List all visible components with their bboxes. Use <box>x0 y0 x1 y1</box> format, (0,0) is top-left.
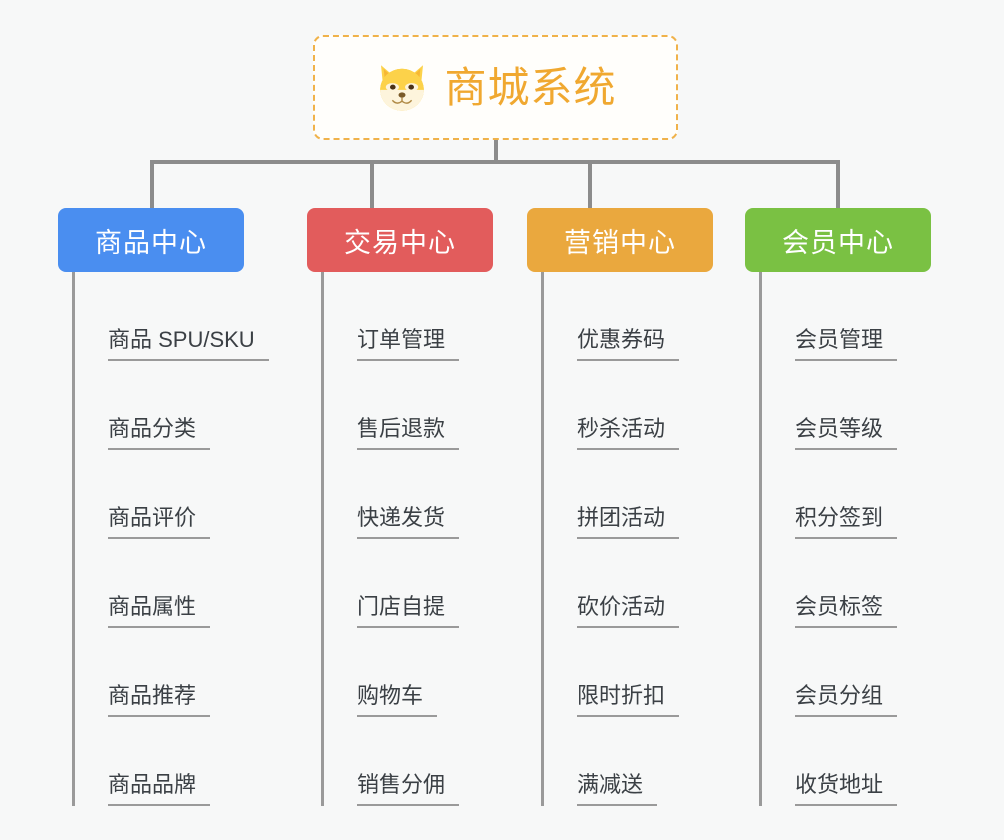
list-item[interactable]: 快递发货 <box>324 450 507 539</box>
root-node-shop-system[interactable]: 商城系统 <box>313 35 678 140</box>
leaf-label: 门店自提 <box>357 594 460 628</box>
list-item[interactable]: 商品品牌 <box>75 717 258 806</box>
list-item[interactable]: 拼团活动 <box>544 450 727 539</box>
branch-column-product: 商品中心 商品 SPU/SKU 商品分类 商品评价 商品属性 商品推荐 商品品牌 <box>58 208 269 806</box>
list-item[interactable]: 商品分类 <box>75 361 258 450</box>
leaf-label: 优惠券码 <box>577 327 680 361</box>
leaf-label: 商品推荐 <box>108 683 211 717</box>
list-item[interactable]: 订单管理 <box>324 272 507 361</box>
list-item[interactable]: 限时折扣 <box>544 628 727 717</box>
leaf-label: 订单管理 <box>357 327 460 361</box>
list-item[interactable]: 商品评价 <box>75 450 258 539</box>
list-item[interactable]: 收货地址 <box>762 717 945 806</box>
leaf-list-marketing: 优惠券码 秒杀活动 拼团活动 砍价活动 限时折扣 满减送 <box>541 272 727 806</box>
connector-drop-2 <box>370 160 374 208</box>
leaf-label: 商品分类 <box>108 416 211 450</box>
leaf-label: 购物车 <box>357 683 438 717</box>
leaf-label: 拼团活动 <box>577 505 680 539</box>
list-item[interactable]: 积分签到 <box>762 450 945 539</box>
leaf-label: 限时折扣 <box>577 683 680 717</box>
leaf-list-product: 商品 SPU/SKU 商品分类 商品评价 商品属性 商品推荐 商品品牌 <box>72 272 269 806</box>
connector-drop-1 <box>150 160 154 208</box>
category-box-product[interactable]: 商品中心 <box>58 208 244 272</box>
leaf-label: 砍价活动 <box>577 594 680 628</box>
leaf-label: 会员标签 <box>795 594 898 628</box>
list-item[interactable]: 会员标签 <box>762 539 945 628</box>
shiba-dog-logo-icon <box>380 64 425 111</box>
list-item[interactable]: 门店自提 <box>324 539 507 628</box>
connector-drop-3 <box>588 160 592 208</box>
leaf-label: 销售分佣 <box>357 772 460 806</box>
category-box-marketing[interactable]: 营销中心 <box>527 208 713 272</box>
root-node-title: 商城系统 <box>444 63 617 111</box>
branch-column-marketing: 营销中心 优惠券码 秒杀活动 拼团活动 砍价活动 限时折扣 满减送 <box>527 208 727 806</box>
list-item[interactable]: 秒杀活动 <box>544 361 727 450</box>
list-item[interactable]: 优惠券码 <box>544 272 727 361</box>
list-item[interactable]: 会员管理 <box>762 272 945 361</box>
leaf-label: 快递发货 <box>357 505 460 539</box>
list-item[interactable]: 会员分组 <box>762 628 945 717</box>
leaf-list-member: 会员管理 会员等级 积分签到 会员标签 会员分组 收货地址 <box>759 272 945 806</box>
category-box-member[interactable]: 会员中心 <box>745 208 931 272</box>
connector-root-stem <box>494 140 498 164</box>
leaf-label: 商品 SPU/SKU <box>108 327 269 361</box>
category-box-trade[interactable]: 交易中心 <box>307 208 493 272</box>
list-item[interactable]: 购物车 <box>324 628 507 717</box>
list-item[interactable]: 满减送 <box>544 717 727 806</box>
leaf-list-trade: 订单管理 售后退款 快递发货 门店自提 购物车 销售分佣 <box>321 272 507 806</box>
list-item[interactable]: 会员等级 <box>762 361 945 450</box>
leaf-label: 满减送 <box>577 772 658 806</box>
list-item[interactable]: 商品推荐 <box>75 628 258 717</box>
branch-column-member: 会员中心 会员管理 会员等级 积分签到 会员标签 会员分组 收货地址 <box>745 208 945 806</box>
connector-drop-4 <box>836 160 840 208</box>
leaf-label: 秒杀活动 <box>577 416 680 450</box>
list-item[interactable]: 销售分佣 <box>324 717 507 806</box>
leaf-label: 会员管理 <box>795 327 898 361</box>
leaf-label: 商品评价 <box>108 505 211 539</box>
leaf-label: 积分签到 <box>795 505 898 539</box>
leaf-label: 商品品牌 <box>108 772 211 806</box>
connector-horizontal-bar <box>150 160 840 164</box>
branch-column-trade: 交易中心 订单管理 售后退款 快递发货 门店自提 购物车 销售分佣 <box>307 208 507 806</box>
leaf-label: 会员等级 <box>795 416 898 450</box>
leaf-label: 会员分组 <box>795 683 898 717</box>
list-item[interactable]: 商品属性 <box>75 539 258 628</box>
list-item[interactable]: 商品 SPU/SKU <box>75 272 269 361</box>
list-item[interactable]: 售后退款 <box>324 361 507 450</box>
leaf-label: 售后退款 <box>357 416 460 450</box>
list-item[interactable]: 砍价活动 <box>544 539 727 628</box>
leaf-label: 商品属性 <box>108 594 211 628</box>
leaf-label: 收货地址 <box>795 772 898 806</box>
